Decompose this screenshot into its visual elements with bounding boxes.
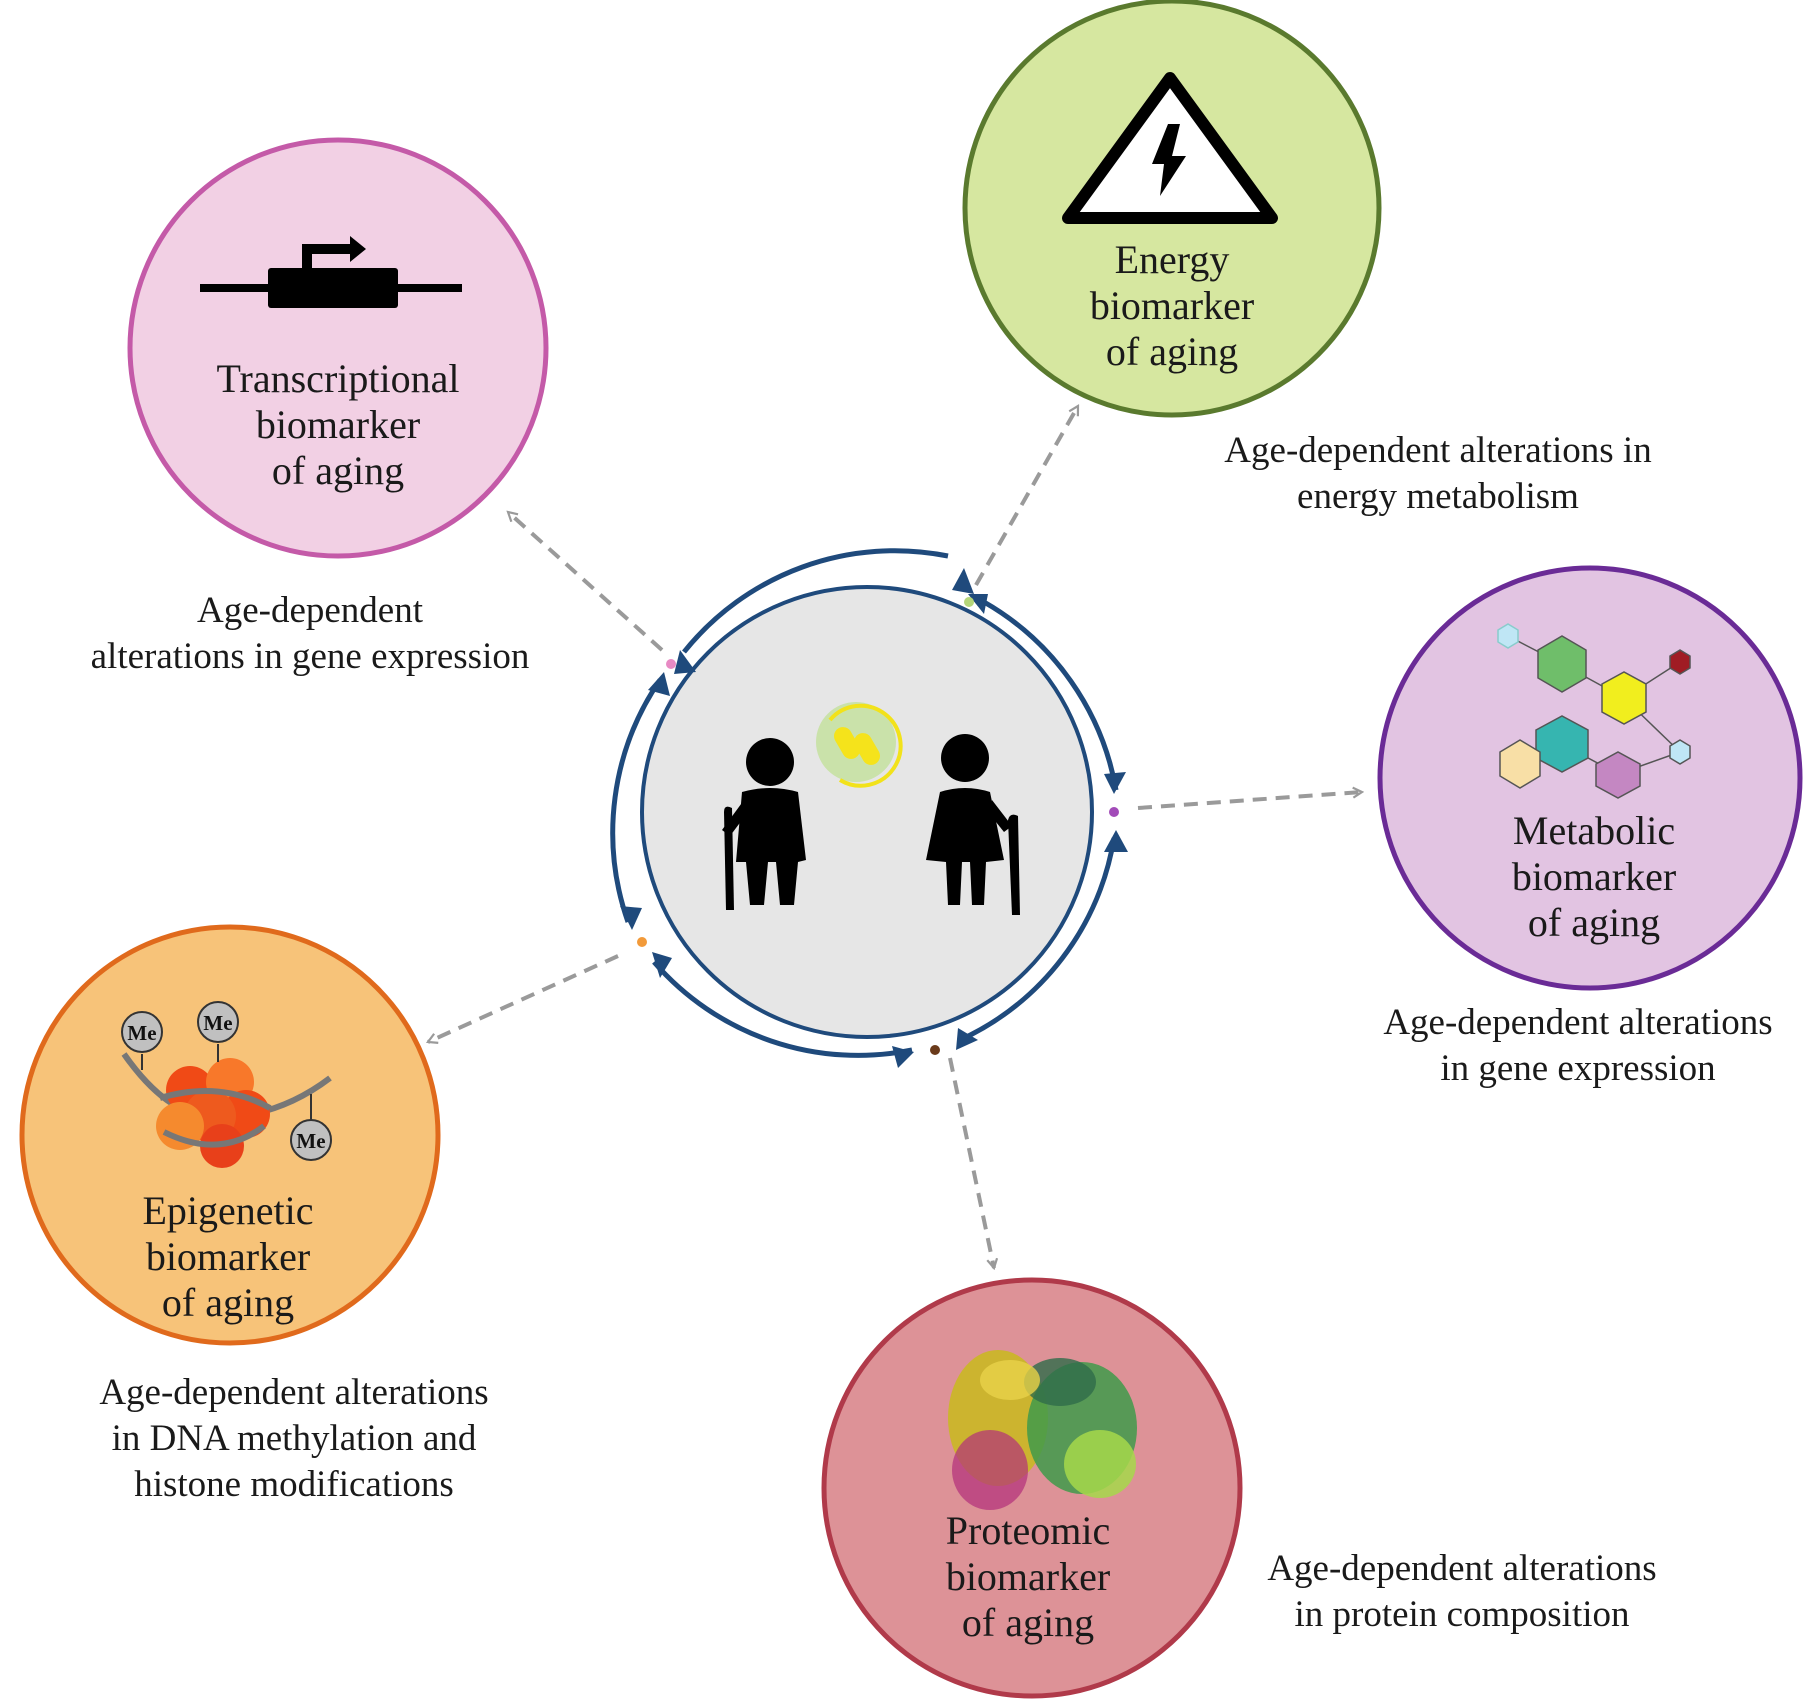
label-line: of aging [961, 1600, 1095, 1645]
node-metabolic-circle [1377, 565, 1803, 991]
cycle-arrowhead [652, 952, 672, 978]
caption-line: Age-dependent alterations [1267, 1548, 1657, 1589]
caption-line: Age-dependent alterations [99, 1372, 489, 1413]
caption-line: in gene expression [1440, 1048, 1716, 1089]
transcriptional-label: Transcriptional biomarker of aging [188, 356, 488, 494]
label-line: of aging [1105, 329, 1239, 374]
cycle-arrowhead [956, 1028, 978, 1050]
caption-line: Age-dependent [196, 590, 423, 631]
node-energy [962, 0, 1382, 418]
label-line: biomarker [1089, 283, 1255, 328]
node-transcriptional-circle [127, 137, 549, 559]
label-line: Energy [1114, 237, 1230, 282]
label-line: Epigenetic [142, 1188, 314, 1233]
metabolite-network-icon [1497, 623, 1691, 799]
node-transcriptional [127, 137, 549, 559]
high-voltage-warning-icon [1062, 72, 1278, 224]
connector-epigenetic [428, 954, 619, 1042]
methylated-nucleosome-icon: Me Me Me [121, 1001, 332, 1168]
label-line: of aging [161, 1280, 295, 1325]
cycle-arc-bottom [652, 960, 913, 1058]
label-line: biomarker [945, 1554, 1111, 1599]
label-line: biomarker [145, 1234, 311, 1279]
energy-label: Energy biomarker of aging [1022, 237, 1322, 375]
metabolic-label: Metabolic biomarker of aging [1444, 808, 1744, 946]
epigenetic-caption: Age-dependent alterations in DNA methyla… [34, 1370, 554, 1508]
methyl-mark-label: Me [127, 1021, 156, 1045]
label-line: Proteomic [945, 1508, 1111, 1553]
label-line: biomarker [255, 402, 421, 447]
cycle-arrowhead [1104, 830, 1128, 852]
caption-line: Age-dependent alterations [1383, 1002, 1773, 1043]
cycle-arrowhead [620, 906, 642, 930]
center-circle [640, 585, 1094, 1039]
junction-dot [964, 597, 974, 607]
epigenetic-label: Epigenetic biomarker of aging [78, 1188, 378, 1326]
cycle-arc-right [982, 599, 1119, 791]
connector-proteomic [948, 1057, 994, 1268]
elderly-couple-icon [722, 734, 1020, 915]
caption-line: in protein composition [1294, 1594, 1630, 1635]
node-proteomic [821, 1277, 1243, 1699]
cycle-arc-left [610, 678, 663, 923]
energy-caption: Age-dependent alterations in energy meta… [1168, 428, 1708, 520]
metabolic-caption: Age-dependent alterations in gene expres… [1318, 1000, 1813, 1092]
cycle-arrowhead [648, 672, 670, 696]
connector-transcriptional [508, 512, 664, 652]
cycle-arrowhead [952, 568, 974, 594]
node-epigenetic: Me Me Me [19, 924, 441, 1346]
label-line: of aging [271, 448, 405, 493]
junction-dot [666, 659, 676, 669]
node-metabolic [1377, 565, 1803, 991]
node-proteomic-circle [821, 1277, 1243, 1699]
caption-line: in DNA methylation and [111, 1418, 477, 1459]
cycle-arc-right-lower [958, 837, 1117, 1043]
capsule-icon [816, 702, 903, 788]
connector-energy [974, 406, 1080, 586]
connectors [428, 406, 1362, 1268]
caption-line: histone modifications [134, 1464, 454, 1505]
transcriptional-caption: Age-dependent alterations in gene expres… [40, 588, 580, 680]
cycle-arrowhead [674, 650, 696, 674]
cycle-arrowhead [1104, 772, 1126, 794]
protein-structure-icon [948, 1350, 1137, 1510]
methyl-mark-label: Me [203, 1011, 232, 1035]
cycle-arrowhead [892, 1046, 914, 1068]
cycle-ring [610, 548, 1128, 1068]
label-line: of aging [1527, 900, 1661, 945]
cycle-arc-top [682, 548, 949, 654]
caption-line: alterations in gene expression [90, 636, 530, 677]
proteomic-caption: Age-dependent alterations in protein com… [1202, 1546, 1722, 1638]
gene-promoter-icon [200, 236, 462, 308]
label-line: biomarker [1511, 854, 1677, 899]
label-line: Metabolic [1512, 808, 1676, 853]
caption-line: energy metabolism [1297, 476, 1579, 517]
caption-line: Age-dependent alterations in [1224, 430, 1652, 471]
junction-dot [930, 1045, 940, 1055]
label-line: Transcriptional [216, 356, 460, 401]
methyl-mark-label: Me [296, 1129, 325, 1153]
proteomic-label: Proteomic biomarker of aging [878, 1508, 1178, 1646]
junction-dot [1109, 807, 1119, 817]
junction-dot [637, 937, 647, 947]
connector-metabolic [1137, 792, 1362, 810]
